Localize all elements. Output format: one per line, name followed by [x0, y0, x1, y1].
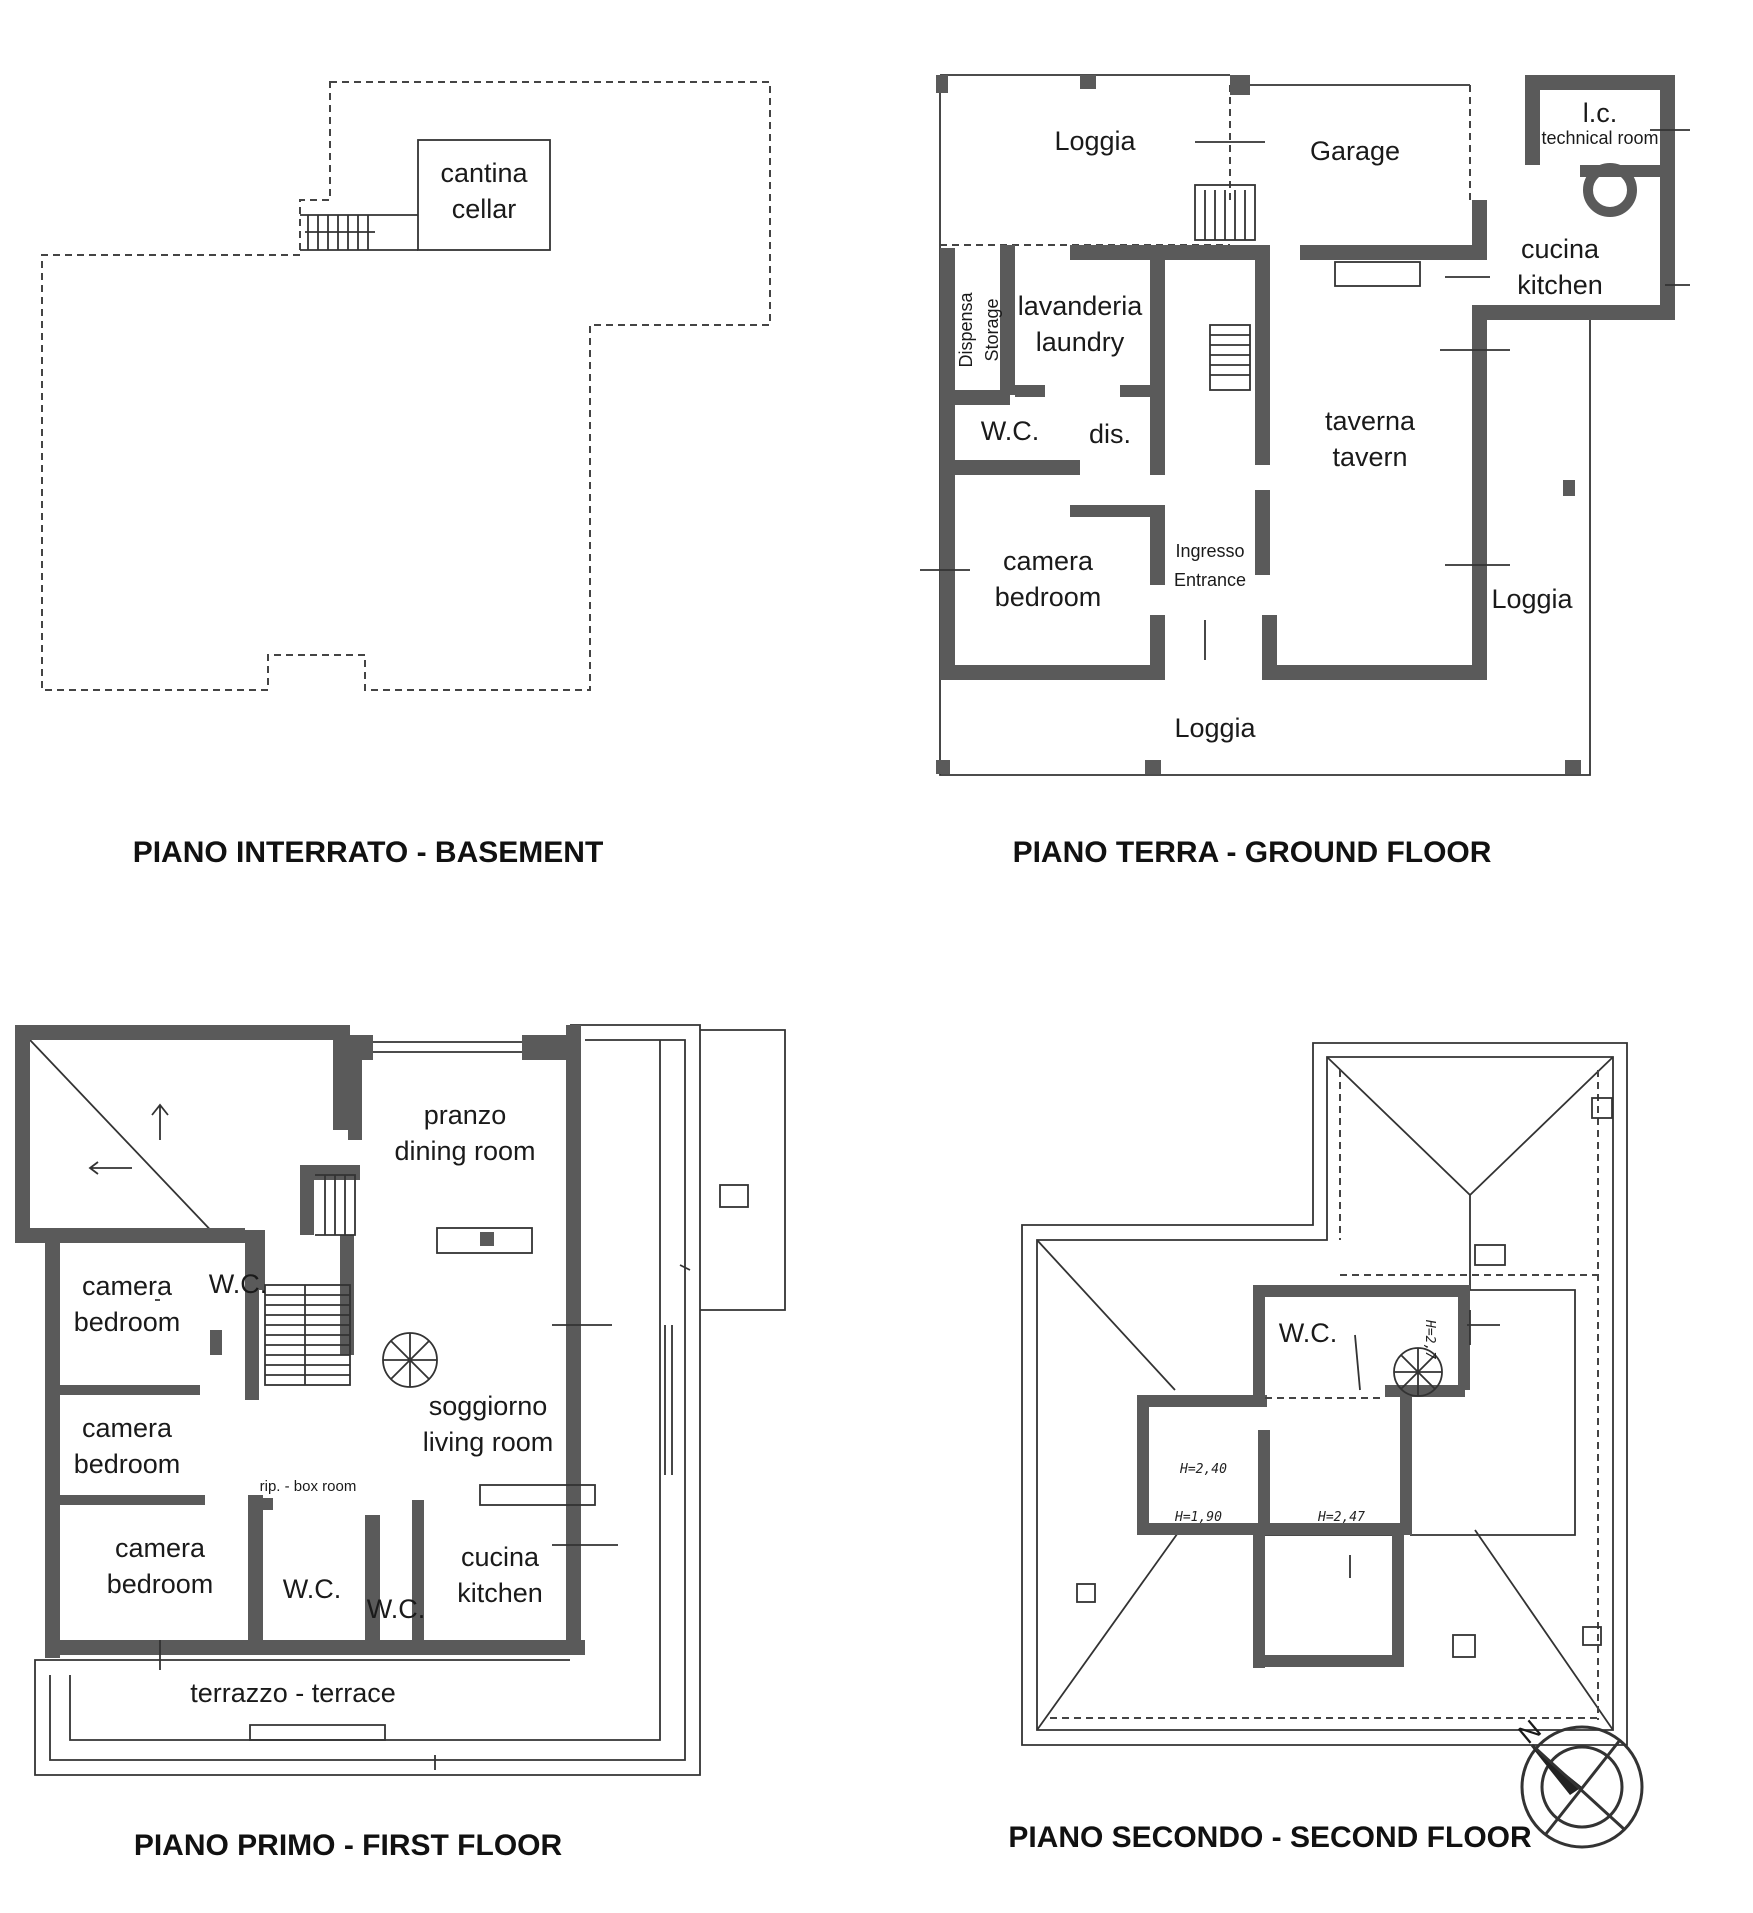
first-bedroom2-label-en: bedroom: [74, 1449, 181, 1479]
second-floor-spiral-stair: [1393, 1347, 1443, 1397]
first-kitchen-label-it: cucina: [461, 1542, 540, 1572]
height-note-2: H=1,90: [1174, 1510, 1222, 1525]
boxroom-label: rip. - box room: [260, 1478, 357, 1495]
first-bedroom2-label-it: camera: [82, 1413, 173, 1443]
second-floor-plan: W.C. H=2,40 H=1,90 H=2,47 H=2,7: [1021, 1042, 1628, 1746]
second-floor-title: PIANO SECONDO - SECOND FLOOR: [1008, 1821, 1532, 1854]
ground-bedroom-label-en: bedroom: [995, 582, 1102, 612]
basement-plan: cantina cellar: [41, 81, 771, 691]
entrance-label-it: Ingresso: [1175, 541, 1244, 561]
cellar-room: [417, 139, 551, 251]
tavern-label-it: taverna: [1325, 406, 1416, 436]
laundry-label-en: laundry: [1036, 327, 1125, 357]
terrace-label: terrazzo - terrace: [190, 1678, 396, 1708]
ground-loggia-top-label: Loggia: [1054, 126, 1136, 156]
cellar-label-en: cellar: [452, 194, 517, 224]
laundry-label-it: lavanderia: [1018, 291, 1144, 321]
garage-label: Garage: [1310, 136, 1400, 166]
first-floor-plan: pranzo dining room camera bedroom W.C. c…: [15, 1024, 786, 1776]
storage-label-it: Dispensa: [956, 291, 976, 367]
ground-kitchen-label-it: cucina: [1521, 234, 1600, 264]
height-note-1: H=2,40: [1179, 1462, 1227, 1477]
first-kitchen-label-en: kitchen: [457, 1578, 543, 1608]
ground-bedroom-label-it: camera: [1003, 546, 1094, 576]
first-floor-spiral-stair: [382, 1332, 438, 1388]
compass-icon: N: [1513, 1714, 1644, 1849]
first-bedroom1-label-it: camera: [82, 1271, 173, 1301]
ground-loggia-bottom-label: Loggia: [1174, 713, 1256, 743]
height-note-4: H=2,7: [1422, 1319, 1437, 1359]
first-floor-stairs: [264, 1174, 356, 1386]
first-bedroom3-label-it: camera: [115, 1533, 206, 1563]
living-label-it: soggiorno: [429, 1391, 548, 1421]
storage-label-en: Storage: [982, 298, 1002, 361]
first-bedroom3-label-en: bedroom: [107, 1569, 214, 1599]
basement-stairs: [305, 215, 375, 250]
technical-label-en: technical room: [1541, 128, 1658, 148]
ground-loggia-right-label: Loggia: [1491, 584, 1573, 614]
first-wc-top-label: W.C.: [209, 1269, 268, 1299]
dining-label-it: pranzo: [424, 1100, 507, 1130]
living-label-en: living room: [423, 1427, 554, 1457]
dis-label: dis.: [1089, 419, 1131, 449]
entrance-label-en: Entrance: [1174, 570, 1246, 590]
height-note-3: H=2,47: [1317, 1510, 1365, 1525]
ground-kitchen-label-en: kitchen: [1517, 270, 1603, 300]
ground-wc-label: W.C.: [981, 416, 1040, 446]
tavern-label-en: tavern: [1332, 442, 1407, 472]
ground-floor-plan: Loggia Garage l.c. technical room cucina…: [920, 74, 1690, 776]
first-wc1-label: W.C.: [283, 1574, 342, 1604]
cellar-label-it: cantina: [440, 158, 528, 188]
first-bedroom1-label-en: bedroom: [74, 1307, 181, 1337]
basement-title: PIANO INTERRATO - BASEMENT: [133, 836, 604, 869]
first-wc2-label: W.C.: [367, 1594, 426, 1624]
ground-stairs: [1194, 184, 1256, 391]
technical-label-it: l.c.: [1583, 98, 1618, 128]
first-floor-title: PIANO PRIMO - FIRST FLOOR: [134, 1829, 563, 1862]
dining-label-en: dining room: [394, 1136, 535, 1166]
ground-floor-title: PIANO TERRA - GROUND FLOOR: [1013, 836, 1492, 869]
second-wc-label: W.C.: [1279, 1318, 1338, 1348]
